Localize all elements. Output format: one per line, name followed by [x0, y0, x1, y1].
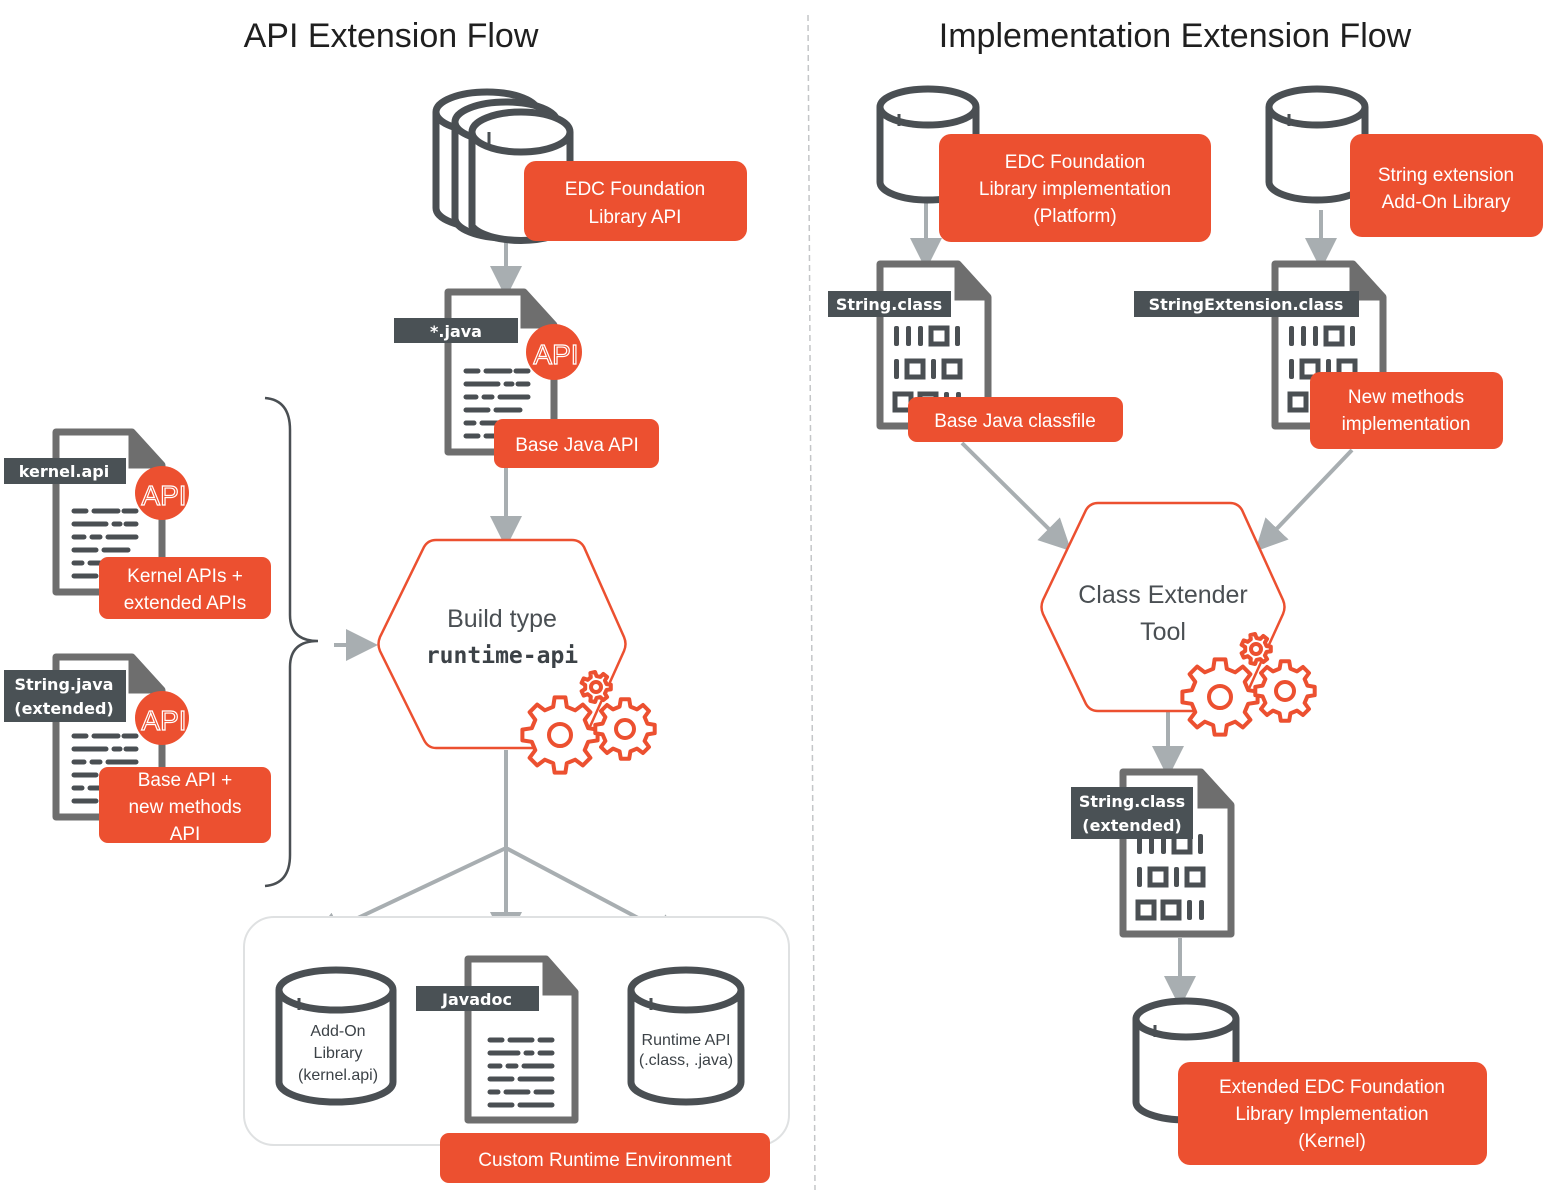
- build-type-label: Build type: [447, 605, 557, 633]
- tag-java: *.java: [394, 318, 518, 343]
- title-implementation-extension-flow: Implementation Extension Flow: [939, 17, 1412, 55]
- database-icon-runtime-api: [627, 966, 745, 1106]
- svg-text:Library implementation: Library implementation: [979, 179, 1171, 200]
- svg-text:Library Implementation: Library Implementation: [1235, 1104, 1428, 1125]
- tag-kernel-api: kernel.api: [4, 458, 126, 484]
- arrow-ext-class-to-extender: [1254, 448, 1354, 552]
- callout-custom-runtime-environment: Custom Runtime Environment: [440, 1133, 770, 1183]
- callout-edc-foundation-impl: EDC Foundation Library implementation (P…: [939, 134, 1211, 242]
- database-icon-addon-library: [275, 966, 397, 1106]
- api-badge-icon: API: [135, 691, 189, 745]
- build-type-value: runtime-api: [426, 643, 578, 669]
- addon-library-text: Add-On: [310, 1023, 365, 1040]
- extender-label-line2: Tool: [1140, 618, 1186, 646]
- callout-kernel-apis: Kernel APIs + extended APIs: [99, 557, 271, 619]
- svg-text:new methods: new methods: [128, 797, 241, 818]
- api-badge-icon: API: [526, 324, 582, 380]
- addon-library-text: Library: [314, 1045, 363, 1062]
- document-icon-javadoc: [464, 955, 579, 1124]
- tag-string-java-extended: String.java (extended): [4, 670, 126, 722]
- svg-text:String.class: String.class: [1079, 792, 1185, 811]
- arrows-impl-flow: [910, 203, 1354, 1008]
- tag-string-class: String.class: [828, 291, 951, 317]
- database-stack-icon: [432, 88, 574, 244]
- arrow-string-class-to-extender: [960, 441, 1072, 552]
- tag-javadoc: Javadoc: [416, 986, 539, 1011]
- svg-text:Add-On Library: Add-On Library: [1382, 192, 1511, 213]
- section-divider: [807, 14, 816, 1190]
- gears-icon: [1180, 632, 1317, 737]
- svg-text:String.class: String.class: [836, 295, 942, 314]
- svg-text:(Platform): (Platform): [1033, 206, 1116, 227]
- svg-text:Base Java classfile: Base Java classfile: [934, 411, 1096, 432]
- svg-text:Kernel APIs +: Kernel APIs +: [127, 566, 243, 587]
- svg-text:API: API: [141, 480, 186, 511]
- svg-text:Extended EDC Foundation: Extended EDC Foundation: [1219, 1077, 1445, 1098]
- svg-text:String.java: String.java: [15, 675, 114, 694]
- svg-text:Library API: Library API: [589, 207, 682, 228]
- svg-text:kernel.api: kernel.api: [19, 462, 110, 481]
- callout-string-extension-library: String extension Add-On Library: [1350, 134, 1543, 237]
- svg-text:New methods: New methods: [1348, 387, 1464, 408]
- api-badge-icon: API: [135, 466, 189, 520]
- svg-text:EDC Foundation: EDC Foundation: [565, 179, 705, 200]
- runtime-api-text: (.class, .java): [639, 1052, 733, 1069]
- svg-text:EDC Foundation: EDC Foundation: [1005, 152, 1145, 173]
- svg-text:StringExtension.class: StringExtension.class: [1149, 295, 1344, 314]
- svg-text:(extended): (extended): [14, 699, 113, 718]
- callout-extended-edc-foundation-impl: Extended EDC Foundation Library Implemen…: [1178, 1062, 1487, 1165]
- callout-base-api-new-methods: Base API + new methods API: [99, 767, 271, 845]
- svg-text:extended APIs: extended APIs: [124, 593, 247, 614]
- addon-library-text: (kernel.api): [298, 1067, 378, 1084]
- svg-text:API: API: [170, 824, 201, 845]
- callout-edc-foundation-api: EDC Foundation Library API: [524, 161, 747, 241]
- extender-label-line1: Class Extender: [1078, 581, 1248, 609]
- svg-text:(Kernel): (Kernel): [1298, 1131, 1366, 1152]
- callout-base-java-api: Base Java API: [494, 419, 659, 468]
- svg-text:(extended): (extended): [1082, 816, 1181, 835]
- callout-base-java-classfile: Base Java classfile: [908, 397, 1123, 442]
- curly-brace: [264, 396, 319, 888]
- svg-text:Base Java API: Base Java API: [515, 435, 639, 456]
- svg-text:Custom Runtime Environment: Custom Runtime Environment: [478, 1150, 732, 1171]
- callout-new-methods-implementation: New methods implementation: [1310, 372, 1503, 449]
- svg-text:API: API: [533, 339, 578, 370]
- svg-text:API: API: [141, 705, 186, 736]
- svg-text:Javadoc: Javadoc: [441, 990, 512, 1009]
- binary-file-icon-string-class: [876, 260, 992, 430]
- tag-string-class-extended: String.class (extended): [1071, 787, 1193, 839]
- title-api-extension-flow: API Extension Flow: [244, 17, 539, 55]
- svg-text:implementation: implementation: [1342, 414, 1471, 435]
- svg-text:String extension: String extension: [1378, 165, 1514, 186]
- gears-icon: [520, 670, 657, 775]
- runtime-api-text: Runtime API: [642, 1032, 731, 1049]
- tag-string-extension-class: StringExtension.class: [1134, 291, 1359, 317]
- svg-text:Base API +: Base API +: [138, 770, 233, 791]
- svg-text:*.java: *.java: [430, 322, 482, 341]
